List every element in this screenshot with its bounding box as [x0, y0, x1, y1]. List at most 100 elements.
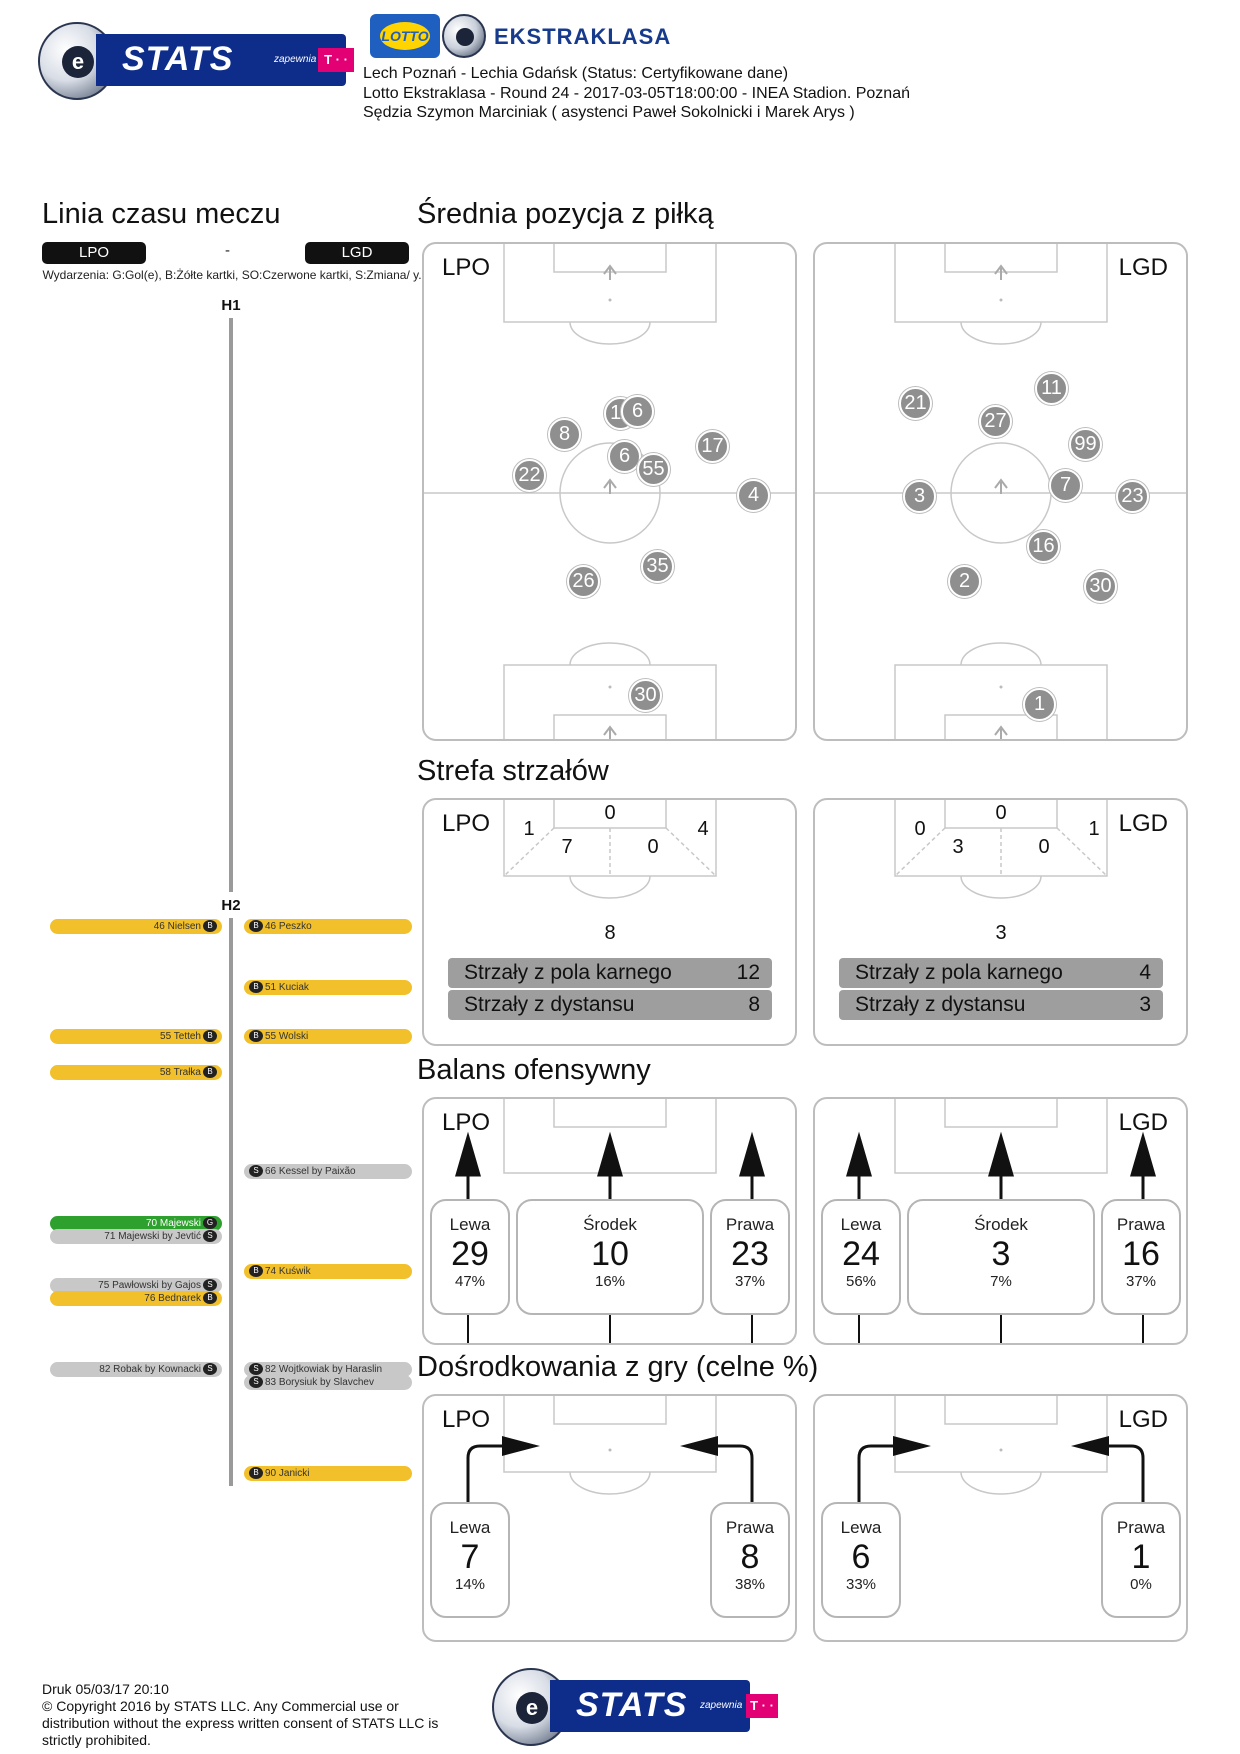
shot-zone-title: Strefa strzałów [417, 755, 609, 787]
t-mobile-logo: T · · [318, 48, 354, 72]
timeline-away-pill: LGD [305, 242, 409, 264]
away-player-marker: 99 [1069, 428, 1102, 461]
zone-inner-left: 7 [561, 836, 573, 858]
away-player-marker: 23 [1116, 480, 1149, 513]
event-type-badge: S [203, 1230, 217, 1242]
print-date: Druk 05/03/17 20:10 [42, 1681, 169, 1697]
avg-position-title: Średnia pozycja z piłką [417, 198, 714, 230]
home-player-marker: 26 [567, 565, 600, 598]
away-team-code: LGD [1118, 810, 1168, 837]
half-2-label: H2 [221, 897, 241, 914]
event-type-badge: B [249, 981, 263, 993]
attack-balance-title: Balans ofensywny [417, 1054, 651, 1086]
ekstraklasa-ball-icon [442, 14, 486, 58]
home-player-marker: 55 [637, 453, 670, 486]
stats-wordmark: STATS [576, 1686, 688, 1724]
home-full-pitch [424, 244, 795, 739]
away-team-code: LGD [1118, 1109, 1168, 1136]
timeline-event-text: 51 Kuciak [265, 982, 309, 993]
match-details: Lotto Ekstraklasa - Round 24 - 2017-03-0… [363, 85, 910, 102]
away-player-marker: 3 [903, 480, 936, 513]
zone-goal-area: 0 [995, 802, 1007, 824]
stats-wordmark: STATS [122, 40, 234, 78]
t-mobile-logo: T · · [746, 1694, 778, 1718]
event-type-badge: S [203, 1279, 217, 1291]
copyright-notice: © Copyright 2016 by STATS LLC. Any Comme… [42, 1698, 439, 1748]
timeline-event-text: 55 Tetteh [160, 1031, 201, 1042]
zone-inner-right: 0 [647, 836, 659, 858]
stats-zapewnia: zapewnia [700, 1700, 743, 1711]
event-type-badge: S [249, 1363, 263, 1375]
away-cross-pitch [857, 1396, 1145, 1502]
event-type-badge: S [249, 1376, 263, 1388]
half-1-label: H1 [221, 297, 241, 314]
home-player-marker: 6 [608, 440, 641, 473]
timeline-separator: - [225, 242, 230, 259]
away-player-marker: 16 [1027, 530, 1060, 563]
timeline-event-text: 70 Majewski [145, 1218, 201, 1229]
event-type-badge: S [203, 1363, 217, 1375]
timeline-event-text: 76 Bednarek [144, 1293, 201, 1304]
crosses-title: Dośrodkowania z gry (celne %) [417, 1351, 819, 1383]
event-type-badge: B [249, 1265, 263, 1277]
timeline-home-pill: LPO [42, 242, 146, 264]
zone-outside-box: 3 [995, 922, 1007, 944]
event-type-badge: B [249, 920, 263, 932]
home-player-marker: 4 [737, 479, 770, 512]
timeline-event-text: 74 Kuświk [265, 1266, 311, 1277]
away-player-marker: 21 [899, 387, 932, 420]
zone-right: 1 [1088, 818, 1100, 840]
home-player-marker: 30 [629, 679, 662, 712]
home-team-code: LPO [442, 810, 491, 837]
zone-left: 1 [523, 818, 535, 840]
home-team-code: LPO [442, 1406, 491, 1433]
timeline-event-text: 66 Kessel by Paixão [265, 1166, 356, 1177]
zone-outside-box: 8 [604, 922, 616, 944]
event-type-badge: B [203, 1066, 217, 1078]
away-player-marker: 11 [1035, 372, 1068, 405]
away-player-marker: 27 [979, 405, 1012, 438]
home-player-marker: 6 [621, 395, 654, 428]
timeline-event-text: 82 Wojtkowiak by Haraslin [265, 1364, 383, 1375]
away-attack-pitch [846, 1099, 1156, 1343]
home-attack-pitch [455, 1099, 765, 1343]
home-player-marker: 35 [641, 550, 674, 583]
timeline-event-text: 55 Wolski [265, 1031, 309, 1042]
timeline-legend: Wydarzenia: G:Gol(e), B:Żółte kartki, SO… [42, 268, 422, 282]
timeline-title: Linia czasu meczu [42, 198, 281, 230]
away-shot-pitch [894, 800, 1108, 899]
footer-stats-logo: e STATS zapewnia T · · [492, 1668, 800, 1746]
away-player-marker: 7 [1049, 469, 1082, 502]
timeline-event-text: 90 Janicki [265, 1468, 310, 1479]
home-team-code: LPO [442, 1109, 491, 1136]
home-shot-pitch [503, 800, 717, 899]
event-type-badge: B [249, 1030, 263, 1042]
